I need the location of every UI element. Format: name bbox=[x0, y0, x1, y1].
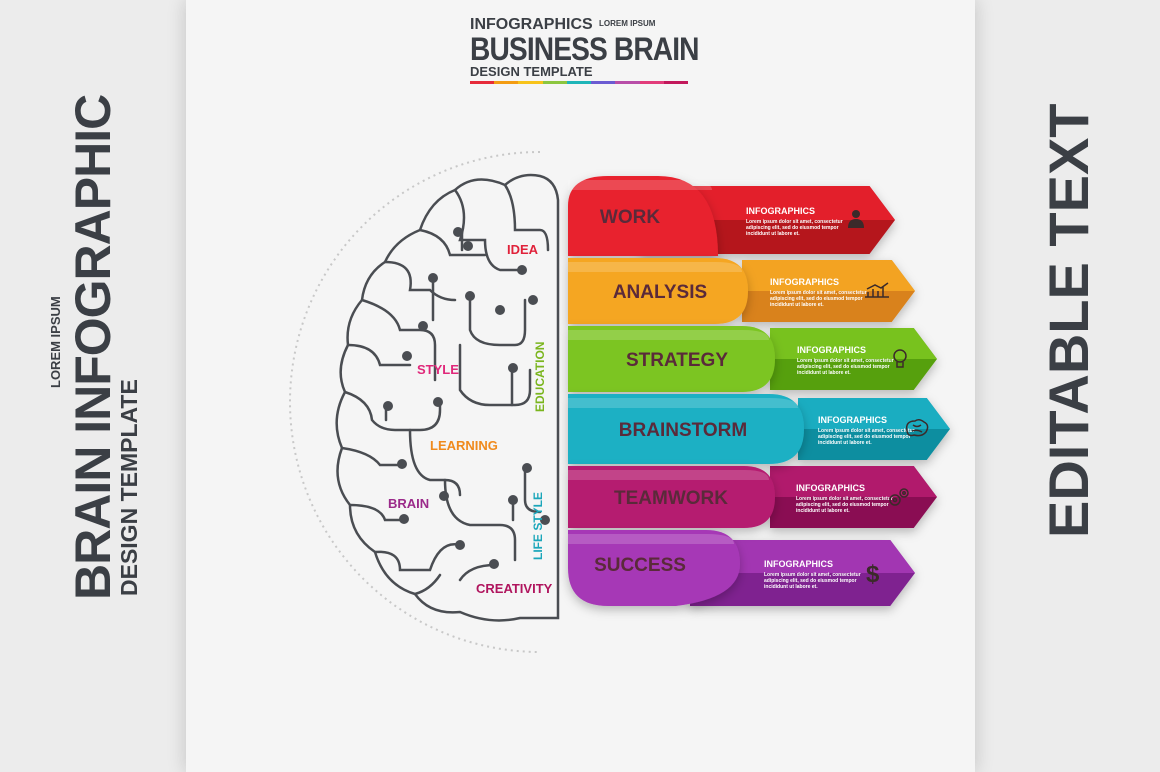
dollar-icon: $ bbox=[866, 561, 880, 588]
arrow-body-line: incididunt ut labore et. bbox=[770, 302, 824, 308]
arrow-body-line: adipiscing elit, sed do eiusmod tempor bbox=[770, 296, 863, 302]
brain-label: LEARNING bbox=[430, 438, 498, 453]
right-panel bbox=[975, 0, 1160, 772]
arrow-body-line: incididunt ut labore et. bbox=[764, 584, 818, 590]
lightbulb-icon bbox=[893, 349, 907, 368]
color-bar-segment bbox=[591, 81, 616, 84]
arrow-brainstorm: INFOGRAPHICS Lorem ipsum dolor sit amet, … bbox=[798, 398, 950, 460]
chart-icon bbox=[865, 282, 889, 298]
color-bar-segment bbox=[518, 81, 543, 84]
arrow-title: INFOGRAPHICS bbox=[770, 277, 839, 287]
color-bar-segment bbox=[542, 81, 567, 84]
arrow-body-line: incididunt ut labore et. bbox=[746, 231, 800, 237]
arrow-title: INFOGRAPHICS bbox=[746, 206, 815, 216]
step-label: TEAMWORK bbox=[614, 488, 728, 509]
brain-label: CREATIVITY bbox=[476, 581, 553, 596]
step-label: BRAINSTORM bbox=[619, 420, 747, 441]
arrow-title: INFOGRAPHICS bbox=[764, 559, 833, 569]
arrow-success: INFOGRAPHICS Lorem ipsum dolor sit amet, … bbox=[690, 540, 915, 606]
svg-text:$: $ bbox=[866, 561, 880, 588]
arrow-title: INFOGRAPHICS bbox=[818, 415, 887, 425]
header-small-title: INFOGRAPHICS bbox=[470, 16, 593, 33]
step-pill-teamwork: TEAMWORK bbox=[568, 466, 775, 528]
color-bar-segment bbox=[494, 81, 519, 84]
color-bar-segment bbox=[663, 81, 688, 84]
arrow-body-line: adipiscing elit, sed do eiusmod tempor bbox=[797, 364, 890, 370]
arrow-analysis: INFOGRAPHICS Lorem ipsum dolor sit amet, … bbox=[742, 260, 915, 322]
brain-label: EDUCATION bbox=[533, 342, 547, 412]
arrow-body-line: Lorem ipsum dolor sit amet, consectetur bbox=[797, 358, 894, 364]
arrow-body-line: Lorem ipsum dolor sit amet, consectetur bbox=[818, 428, 915, 434]
brain-label: IDEA bbox=[507, 242, 539, 257]
arrow-body-line: incididunt ut labore et. bbox=[797, 370, 851, 376]
step-label: STRATEGY bbox=[626, 350, 728, 371]
arrow-body-line: Lorem ipsum dolor sit amet, consectetur bbox=[746, 219, 843, 225]
arrow-teamwork: INFOGRAPHICS Lorem ipsum dolor sit amet, … bbox=[770, 466, 937, 528]
dotted-arc bbox=[289, 151, 541, 653]
step-pill-work: WORK bbox=[568, 176, 718, 256]
color-bar-segment bbox=[639, 81, 664, 84]
brain-label: STYLE bbox=[417, 362, 459, 377]
arrow-strategy: INFOGRAPHICS Lorem ipsum dolor sit amet, … bbox=[770, 328, 937, 390]
brain-nodes bbox=[383, 227, 550, 569]
arrow-body-line: Lorem ipsum dolor sit amet, consectetur bbox=[764, 572, 861, 578]
arrow-body-line: incididunt ut labore et. bbox=[818, 440, 872, 446]
step-pill-strategy: STRATEGY bbox=[568, 326, 775, 392]
step-pill-brainstorm: BRAINSTORM bbox=[568, 394, 804, 464]
gears-icon bbox=[889, 488, 909, 506]
left-panel bbox=[0, 0, 186, 772]
color-bar-segment bbox=[470, 81, 495, 84]
color-bar-segment bbox=[566, 81, 592, 84]
header-subtitle: DESIGN TEMPLATE bbox=[470, 64, 593, 79]
brain-icon bbox=[905, 418, 929, 437]
arrow-body-line: adipiscing elit, sed do eiusmod tempor bbox=[764, 578, 857, 584]
step-label: SUCCESS bbox=[594, 555, 686, 576]
arrow-body-line: adipiscing elit, sed do eiusmod tempor bbox=[746, 225, 839, 231]
step-pill-analysis: ANALYSIS bbox=[568, 258, 748, 324]
person-icon bbox=[848, 210, 864, 228]
header-big-title: BUSINESS BRAIN bbox=[470, 31, 700, 67]
header-lorem: LOREM IPSUM bbox=[599, 19, 656, 28]
step-label: ANALYSIS bbox=[613, 282, 707, 303]
arrow-title: INFOGRAPHICS bbox=[797, 345, 866, 355]
arrow-body-line: adipiscing elit, sed do eiusmod tempor bbox=[818, 434, 911, 440]
arrow-body-line: Lorem ipsum dolor sit amet, consectetur bbox=[770, 290, 867, 296]
brain-label: BRAIN bbox=[388, 496, 429, 511]
arrow-body-line: Lorem ipsum dolor sit amet, consectetur bbox=[796, 496, 893, 502]
arrow-title: INFOGRAPHICS bbox=[796, 483, 865, 493]
color-bar-segment bbox=[615, 81, 640, 84]
step-pill-success: SUCCESS bbox=[568, 530, 740, 606]
step-label: WORK bbox=[600, 207, 660, 228]
brain-label: LIFE STYLE bbox=[531, 492, 545, 560]
arrow-body-line: adipiscing elit, sed do eiusmod tempor bbox=[796, 502, 889, 508]
arrow-body-line: incididunt ut labore et. bbox=[796, 508, 850, 514]
header-color-bar bbox=[470, 81, 688, 84]
